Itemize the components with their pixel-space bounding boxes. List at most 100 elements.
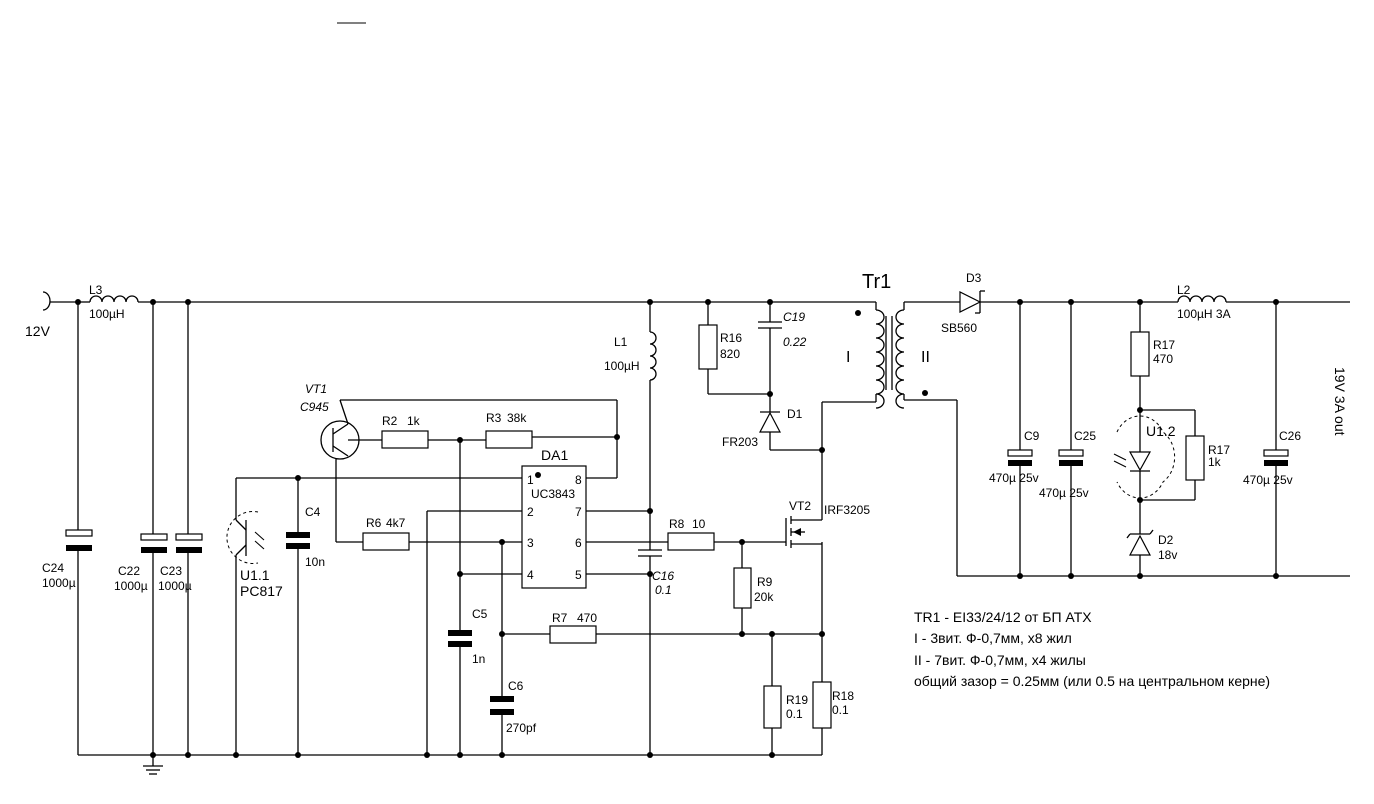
r19-value: 0.1 [786,707,803,721]
output-voltage-label: 19V 3A out [1332,367,1348,436]
capacitor-c19 [758,321,782,329]
resistor-r16 [698,324,718,370]
r7-ref: R7 [552,611,568,625]
vt1-value: C945 [300,400,329,414]
r17a-ref: R17 [1153,338,1175,352]
c16-ref: C16 [652,569,674,583]
r19-ref: R19 [786,693,808,707]
vt1-ref: VT1 [305,382,327,396]
r17b-ref: R17 [1208,443,1230,457]
c19-value: 0.22 [783,335,807,349]
r8-value: 10 [692,517,706,531]
ic-da1 [521,465,587,589]
da1-pin6: 6 [575,536,582,550]
c16-value: 0.1 [655,583,672,597]
c4-ref: C4 [305,505,321,519]
capacitor-c25 [1058,302,1084,576]
capacitor-c16 [638,549,662,755]
da1-pin8: 8 [575,473,582,487]
da1-value: UC3843 [531,487,575,501]
optocoupler-transistor-u1-1 [226,478,265,755]
c22-value: 1000µ [114,579,148,593]
capacitor-c23 [175,302,203,755]
r2-value: 1k [407,414,421,428]
resistor-r9 [733,567,752,609]
resistor-r3 [485,430,533,449]
c19-ref: C19 [783,310,805,324]
r17a-value: 470 [1153,352,1173,366]
note-line-3: II - 7вит. Ф-0,7мм, x4 жилы [914,652,1086,668]
da1-pin1: 1 [527,473,534,487]
resistor-r19 [763,685,782,729]
diode-d1 [759,411,781,450]
c6-ref: C6 [508,679,524,693]
l3-ref: L3 [89,283,103,297]
c6-value: 270pf [506,721,537,735]
u1-1-value: PC817 [240,583,283,599]
tr1-ref: Tr1 [862,271,891,293]
mosfet-vt2 [785,450,823,548]
c25-value: 470µ 25v [1039,486,1089,500]
r7-value: 470 [577,611,597,625]
r8-ref: R8 [669,517,685,531]
da1-pin4: 4 [527,568,534,582]
input-connector [42,291,78,311]
transistor-vt1 [320,399,617,542]
resistor-r2 [381,430,429,449]
r16-value: 820 [720,347,740,361]
resistor-r6 [362,532,410,551]
c4-value: 10n [305,555,325,569]
l2-value: 100µH 3A [1177,307,1231,321]
resistor-r17-1k [1185,435,1205,481]
note-line-1: TR1 - EI33/24/12 от БП ATX [914,609,1092,625]
tr1-secondary: II [921,349,930,366]
l2-ref: L2 [1177,283,1191,297]
r9-value: 20k [754,590,774,604]
r3-ref: R3 [486,411,502,425]
capacitor-c4 [286,478,310,755]
r2-ref: R2 [382,414,398,428]
da1-pin3: 3 [527,536,534,550]
input-voltage-label: 12V [25,323,51,339]
c9-ref: C9 [1024,429,1040,443]
c23-value: 1000µ [158,579,192,593]
d3-value: SB560 [941,321,977,335]
da1-pin7: 7 [575,505,582,519]
r6-ref: R6 [366,516,382,530]
c23-ref: C23 [160,564,182,578]
inductor-l2 [1177,295,1227,303]
l3-value: 100µH [89,307,125,321]
d2-value: 18v [1158,548,1177,562]
inductor-l3 [78,295,139,303]
r16-ref: R16 [720,331,742,345]
r17b-value: 1k [1208,455,1222,469]
u1-2-ref: U1.2 [1146,423,1176,439]
u1-1-ref: U1.1 [240,567,270,583]
resistor-r8 [667,532,715,551]
capacitor-c6 [490,696,514,755]
zener-d2 [1126,529,1154,576]
c5-value: 1n [472,652,485,666]
d2-ref: D2 [1158,533,1174,547]
c24-value: 1000µ [42,576,76,590]
capacitor-c24 [65,302,93,755]
transformer-tr1 [855,309,928,409]
resistor-r17-470 [1130,331,1150,377]
note-line-2: I - 3вит. Ф-0,7мм, x8 жил [914,630,1072,646]
da1-pin2: 2 [527,505,534,519]
tr1-primary: I [846,349,850,366]
vt2-value: IRF3205 [824,503,870,517]
l1-value: 100µH [604,359,640,373]
da1-pin5: 5 [575,568,582,582]
note-line-4: общий зазор = 0.25мм (или 0.5 на централ… [914,673,1270,689]
d1-ref: D1 [787,407,803,421]
c24-ref: C24 [42,561,64,575]
da1-ref: DA1 [541,447,568,463]
r9-ref: R9 [757,575,773,589]
r18-ref: R18 [832,689,854,703]
c26-value: 470µ 25v [1243,473,1293,487]
l1-ref: L1 [614,335,628,349]
c9-value: 470µ 25v [989,471,1039,485]
